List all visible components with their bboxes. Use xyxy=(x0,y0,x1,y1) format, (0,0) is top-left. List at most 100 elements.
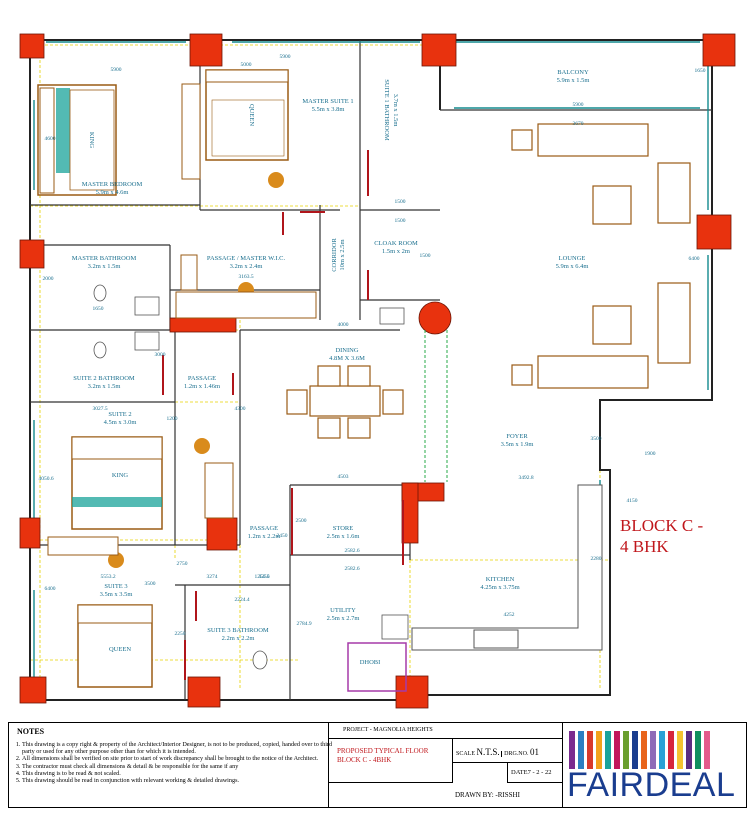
kitchen-size: 4.25m x 3.75m xyxy=(480,584,519,591)
dim: 1650 xyxy=(695,68,706,74)
block-label: BLOCK C - 4 BHK xyxy=(620,515,703,557)
bed-master-bedroom xyxy=(37,84,117,196)
logo-bar xyxy=(623,731,629,769)
dim: 1200 xyxy=(167,416,178,422)
logo-bar xyxy=(641,731,647,769)
block-label-line-2: 4 BHK xyxy=(620,537,669,556)
structural-columns xyxy=(19,33,736,709)
dimension-labels: 5900 5900 5900 3670 6400 1650 4600 5000 … xyxy=(38,54,705,637)
passage-2-size: 1.2m x 2.2m xyxy=(248,533,281,540)
dim: 3163.5 xyxy=(238,274,253,280)
lounge-name: LOUNGE xyxy=(559,255,586,262)
bed-suite-3 xyxy=(77,604,153,688)
kitchen-name: KITCHEN xyxy=(486,576,515,583)
dim: 3274 xyxy=(207,574,218,580)
note-item: This drawing is a copy right & property … xyxy=(22,741,334,755)
passage-wic-size: 3.2m x 2.4m xyxy=(230,263,263,270)
lounge-size: 5.9m x 6.4m xyxy=(556,263,589,270)
bed-king-label: KING xyxy=(88,132,95,149)
project-row: PROJECT - MAGNOLIA HEIGHTS xyxy=(329,723,563,739)
corridor-name: CORRIDOR xyxy=(331,238,338,272)
logo-bar xyxy=(569,731,575,769)
dim: 4000 xyxy=(338,322,349,328)
logo-bar xyxy=(614,731,620,769)
foyer-size: 3.5m x 1.9m xyxy=(501,441,534,448)
drawing-title: PROPOSED TYPICAL FLOOR BLOCK C - 4BHK xyxy=(329,739,453,783)
store-name: STORE xyxy=(333,525,353,532)
lounge-furniture xyxy=(511,123,691,389)
suite-3-name: SUITE 3 xyxy=(104,583,127,590)
note-item: The contractor must check all dimensions… xyxy=(22,763,334,770)
suite-2-size: 4.5m x 3.0m xyxy=(104,419,137,426)
suite1-bathroom-name: SUITE 1 BATHROOM xyxy=(383,79,390,141)
dim: 4600 xyxy=(45,136,56,142)
dhobi-area xyxy=(347,642,407,692)
dim: 2450 xyxy=(277,533,288,539)
openings xyxy=(424,330,448,482)
dim: 5900 xyxy=(280,54,291,60)
dim: 2280 xyxy=(591,556,602,562)
dim: 3492.8 xyxy=(518,475,533,481)
dining-size: 4.8M X 3.6M xyxy=(329,355,365,362)
floor-plan: MASTER BEDROOM 5.9m x 4.6m KING QUEEN MA… xyxy=(19,33,736,709)
project-label: PROJECT - xyxy=(343,727,372,733)
suite3-bathroom-name: SUITE 3 BATHROOM xyxy=(207,627,269,634)
round-column xyxy=(418,301,452,335)
room-labels: MASTER BEDROOM 5.9m x 4.6m KING QUEEN MA… xyxy=(72,69,590,666)
dim: 6400 xyxy=(45,586,56,592)
passage-1-size: 1.2m x 1.46m xyxy=(184,383,220,390)
dim: 4503 xyxy=(338,474,349,480)
bathroom-fixtures xyxy=(93,284,409,670)
kitchen-counters xyxy=(411,484,603,651)
inner-walls xyxy=(30,40,712,700)
date-value: 7 - 2 - 22 xyxy=(527,769,552,776)
company-logo: FAIRDEAL xyxy=(563,723,746,807)
dim: 2224.4 xyxy=(234,597,249,603)
note-item: This drawing should be read in conjuncti… xyxy=(22,777,334,784)
passage-1-name: PASSAGE xyxy=(188,375,216,382)
logo-bar xyxy=(605,731,611,769)
drawn-by-value: -RISSHI xyxy=(495,791,520,799)
dim: 5000 xyxy=(241,62,252,68)
dim: 2582.6 xyxy=(344,566,359,572)
logo-bar xyxy=(686,731,692,769)
cloak-room-size: 1.5m x 2m xyxy=(382,248,410,255)
door-frames xyxy=(162,150,404,680)
dim: 2784.9 xyxy=(296,621,311,627)
passage-wic-name: PASSAGE / MASTER W.I.C. xyxy=(207,255,286,262)
bed-queen-label: QUEEN xyxy=(248,104,255,126)
logo-bar xyxy=(632,731,638,769)
dim: 3500 xyxy=(591,436,602,442)
bed-suite-2 xyxy=(71,436,163,530)
bed-queen-2-label: QUEEN xyxy=(109,646,131,653)
logo-text: FAIRDEAL xyxy=(567,766,736,804)
date-label: DATE xyxy=(511,769,528,776)
note-item: This drawing is to be read & not scaled. xyxy=(22,770,334,777)
corridor-size: 10m x 2.5m xyxy=(339,239,346,270)
notes-title: NOTES xyxy=(17,727,45,736)
dim: 5900 xyxy=(111,67,122,73)
dim: 1650 xyxy=(93,306,104,312)
logo-bar xyxy=(650,731,656,769)
dim: 1500 xyxy=(420,253,431,259)
dim: 2582.6 xyxy=(344,548,359,554)
store-size: 2.5m x 1.6m xyxy=(327,533,360,540)
bed-king-2-label: KING xyxy=(112,472,129,479)
master-bathroom-name: MASTER BATHROOM xyxy=(72,255,137,262)
dim: 2000 xyxy=(43,276,54,282)
suite-2-name: SUITE 2 xyxy=(108,411,131,418)
scale-value: N.T.S. xyxy=(476,747,500,757)
project-name: MAGNOLIA HEIGHTS xyxy=(373,727,433,733)
dim: 2750 xyxy=(177,561,188,567)
dim: 3500 xyxy=(145,581,156,587)
master-bedroom-size: 5.9m x 4.6m xyxy=(96,189,129,196)
dim: 4300 xyxy=(235,406,246,412)
drawing-title-line-2: BLOCK C - 4BHK xyxy=(337,756,392,764)
drawing-title-line-1: PROPOSED TYPICAL FLOOR xyxy=(337,747,429,755)
windows xyxy=(33,41,709,690)
logo-bar xyxy=(659,731,665,769)
dining-set xyxy=(286,365,404,439)
dim: 1900 xyxy=(645,451,656,457)
logo-bar xyxy=(578,731,584,769)
master-bedroom-name: MASTER BEDROOM xyxy=(82,181,143,188)
